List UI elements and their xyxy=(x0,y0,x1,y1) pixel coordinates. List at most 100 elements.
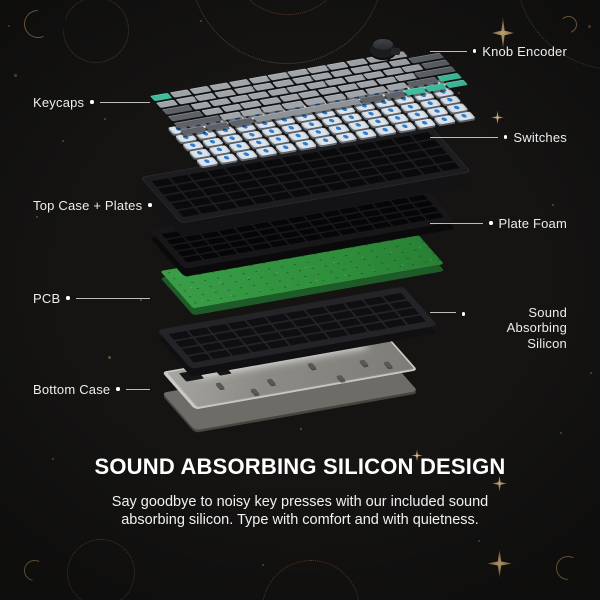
key-cutout xyxy=(344,325,368,335)
star-dot xyxy=(560,432,562,434)
label-plate-foam-text: Plate Foam xyxy=(498,215,567,231)
leader-dot xyxy=(461,312,465,316)
label-knob-encoder: Knob Encoder xyxy=(430,43,567,59)
mounting-post xyxy=(215,382,225,389)
key-cutout xyxy=(438,162,460,172)
mounting-post xyxy=(359,359,369,366)
star-dot xyxy=(52,458,54,460)
mounting-post xyxy=(266,378,277,385)
key-cutout xyxy=(419,165,442,175)
moon-icon xyxy=(24,10,52,38)
key-cutout xyxy=(233,198,256,208)
leader-line xyxy=(430,222,484,224)
key-cutout xyxy=(217,249,237,257)
dotted-circle-decoration xyxy=(63,0,129,63)
star-dot xyxy=(590,372,592,374)
key-cutout xyxy=(251,243,271,251)
star-dot xyxy=(200,20,202,22)
star-dot xyxy=(140,299,142,301)
leader-line xyxy=(125,388,150,390)
label-keycaps: Keycaps xyxy=(33,94,150,110)
key-cutout xyxy=(234,246,254,254)
label-knob-encoder-text: Knob Encoder xyxy=(482,43,567,59)
key-cutout xyxy=(268,240,289,248)
key-cutout xyxy=(182,255,202,263)
star-dot xyxy=(458,92,460,94)
key-cutout xyxy=(382,171,405,181)
label-pcb-text: PCB xyxy=(33,290,61,306)
key-cutout xyxy=(355,224,375,233)
key-cutout xyxy=(246,343,270,353)
label-bottom-case-text: Bottom Case xyxy=(33,381,111,397)
key-cutout xyxy=(285,336,309,346)
leader-line xyxy=(430,312,456,313)
star-dot xyxy=(552,204,554,206)
key-cutout xyxy=(227,346,251,356)
key-cutout xyxy=(286,237,306,245)
key-cutout xyxy=(383,318,407,329)
key-cutout xyxy=(372,221,392,229)
key-cutout xyxy=(252,194,275,204)
key-cutout xyxy=(266,339,290,349)
knob-top xyxy=(373,39,393,50)
key-cutout xyxy=(188,353,212,363)
leader-dot xyxy=(116,387,120,391)
knob-tab xyxy=(391,48,400,55)
mounting-post xyxy=(250,388,260,395)
label-pcb: PCB xyxy=(33,290,150,306)
key-cutout xyxy=(338,227,358,236)
key-cutout xyxy=(326,181,349,191)
section-heading: SOUND ABSORBING SILICON DESIGN xyxy=(94,454,506,479)
key-cutout xyxy=(215,201,237,211)
label-bottom-case: Bottom Case xyxy=(33,381,150,397)
key-cutout xyxy=(403,315,427,325)
label-switches-text: Switches xyxy=(513,129,567,145)
mounting-post xyxy=(383,361,393,368)
switch xyxy=(433,115,457,125)
leader-dot xyxy=(90,100,94,104)
key-cutout xyxy=(177,208,200,218)
star-dot xyxy=(36,216,38,218)
section-description: Say goodbye to noisy key presses with ou… xyxy=(111,494,489,528)
star-dot xyxy=(478,540,480,542)
key-cutout xyxy=(400,168,423,178)
star-dot xyxy=(262,564,264,566)
dotted-circle-decoration xyxy=(67,539,135,600)
star-dot xyxy=(300,428,302,430)
key-cutout xyxy=(270,191,293,201)
leader-dot xyxy=(66,296,70,300)
star-dot xyxy=(8,25,10,27)
leader-line xyxy=(75,297,150,299)
leader-dot xyxy=(148,203,152,207)
leader-dot xyxy=(503,135,508,139)
star-dot xyxy=(14,74,17,77)
key-cutout xyxy=(307,185,330,195)
mounting-post xyxy=(307,362,317,369)
label-keycaps-text: Keycaps xyxy=(33,94,85,110)
star-dot xyxy=(108,356,111,359)
star-dot xyxy=(62,140,64,142)
key-cutout xyxy=(320,230,341,239)
star-dot xyxy=(588,25,591,28)
key-cutout xyxy=(407,215,427,223)
key-cutout xyxy=(207,349,231,360)
switch xyxy=(413,118,437,129)
key-cutout xyxy=(364,322,387,332)
key-cutout xyxy=(363,175,386,185)
key-cutout xyxy=(389,218,410,226)
label-top-case-plates-text: Top Case + Plates xyxy=(33,197,143,213)
moon-icon xyxy=(556,556,580,580)
switch xyxy=(453,111,476,122)
key-cutout xyxy=(345,178,368,188)
leader-dot xyxy=(472,49,477,53)
moon-icon xyxy=(560,16,577,33)
knob-encoder-graphic xyxy=(368,34,400,62)
key-cutout xyxy=(199,252,220,260)
key-cutout xyxy=(305,332,329,342)
label-sound-absorbing-silicon-text: Sound Absorbing Silicon xyxy=(506,305,567,351)
key-cutout xyxy=(196,204,219,214)
leader-dot xyxy=(489,221,493,225)
leader-line xyxy=(430,50,467,52)
